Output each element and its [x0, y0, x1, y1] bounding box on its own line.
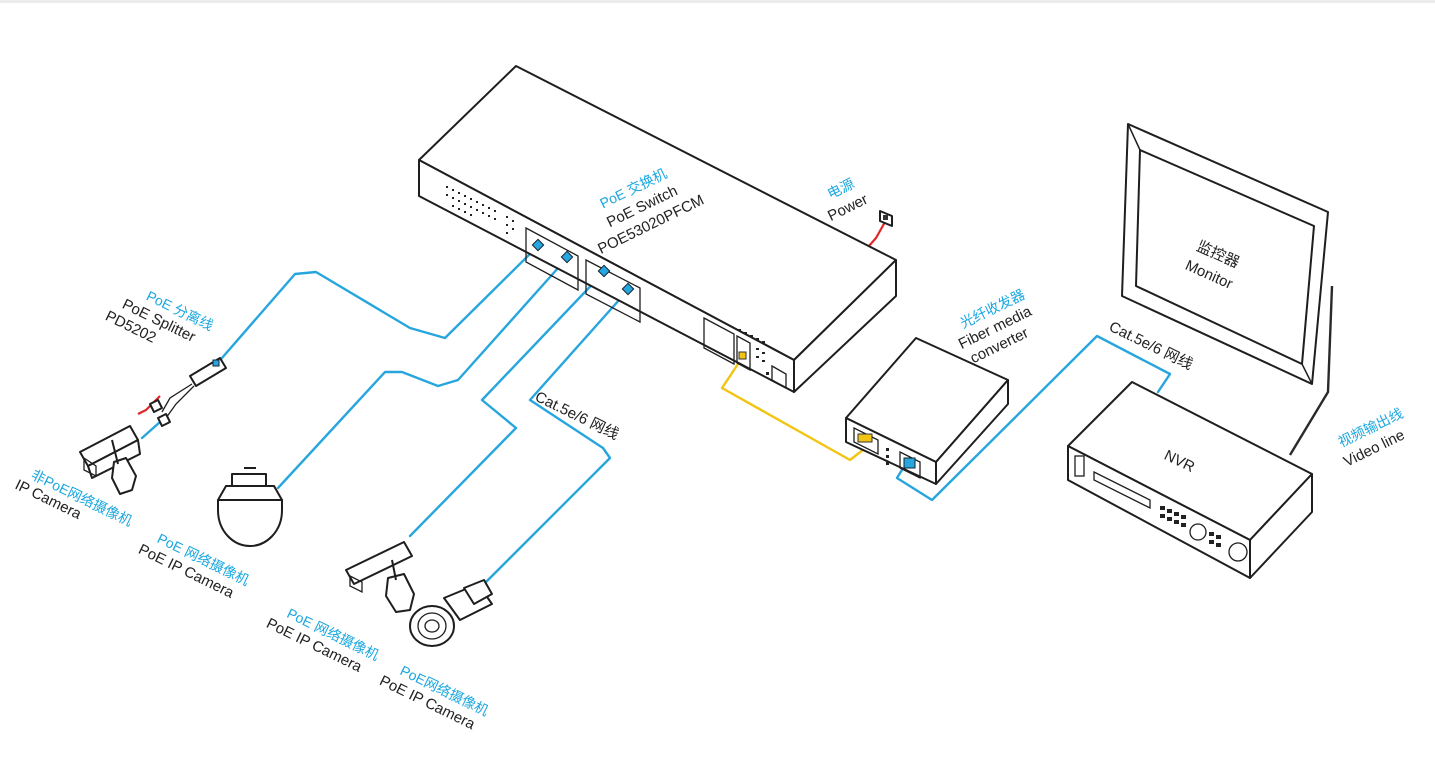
box-camera-label: PoE 网络摄像机 PoE IP Camera: [264, 605, 382, 676]
camera-non-poe: [79, 425, 141, 495]
cable-fiber-to-nvr: [895, 334, 1172, 502]
console-port: [771, 364, 787, 390]
poe-switch: [418, 65, 897, 393]
monitor: [1121, 123, 1329, 385]
camera-box: [345, 541, 415, 613]
nvr: [1067, 381, 1313, 579]
fiber-cable: [720, 357, 869, 462]
switch-port-3: [597, 264, 611, 278]
cable-splitter: [213, 244, 540, 368]
switch-port-1: [531, 238, 545, 252]
splitter-data-wire: [140, 420, 162, 440]
cable-dome-camera: [276, 256, 569, 490]
fiber-converter-label: 光纤收发器 Fiber media converter: [956, 286, 1035, 367]
port-group-2: [585, 258, 641, 324]
top-border: [0, 0, 1435, 3]
splitter-body: [149, 357, 227, 427]
status-leds: [738, 329, 769, 375]
cable-box-camera: [408, 270, 606, 538]
switch-port-2: [560, 250, 574, 264]
cable-bullet-camera: [478, 288, 630, 590]
camera-bullet: [409, 579, 493, 647]
video-cable: [1288, 285, 1334, 456]
power-label: 电源 Power: [825, 175, 871, 225]
sfp-slot: [736, 334, 751, 372]
cable-label: Cat.5e/6 网线: [532, 388, 621, 443]
bullet-camera-label: PoE网络摄像机 PoE IP Camera: [377, 662, 492, 733]
splitter-label: PoE 分离线 PoE Splitter PD5202: [103, 288, 216, 347]
cable-label-text: Cat.5e/6 网线: [532, 388, 621, 443]
video-line-label: 视频输出线 Video line: [1336, 405, 1408, 471]
switch-port-4: [621, 282, 635, 296]
sfp-panel: [703, 316, 735, 366]
switch-vents: [446, 186, 514, 234]
power-socket: [879, 210, 893, 227]
nvr-buttons: [1160, 506, 1221, 547]
nvr-power-knob: [1228, 542, 1248, 562]
fiber-media-converter: [845, 337, 1009, 485]
nvr-jog-knob: [1189, 523, 1207, 541]
switch-fiber-port: [738, 351, 747, 360]
port-group-1: [525, 226, 579, 292]
camera-dome: [217, 467, 283, 547]
